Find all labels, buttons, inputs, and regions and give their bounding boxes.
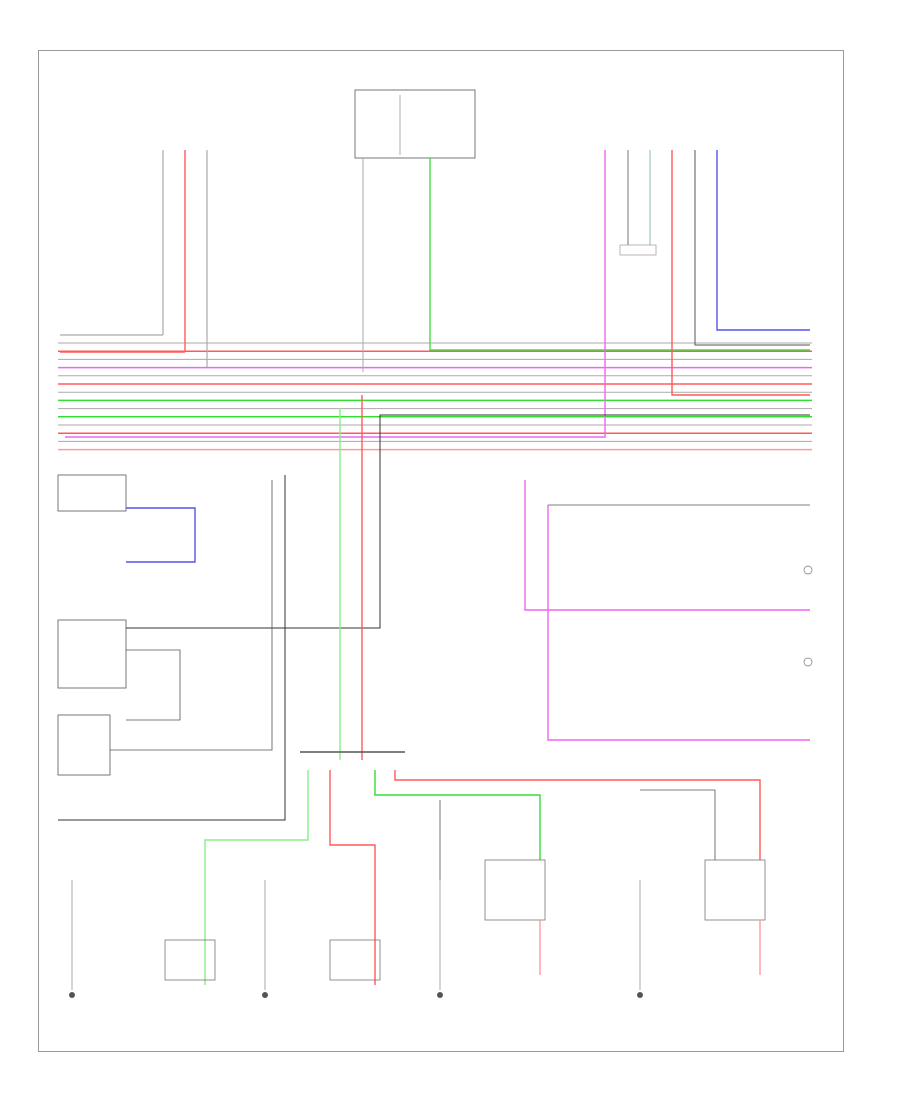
- wire: [65, 150, 606, 438]
- component-box: [704, 859, 766, 921]
- wire: [671, 150, 810, 396]
- top-center-module: [354, 89, 810, 372]
- ground-symbol: [437, 992, 443, 998]
- wire: [110, 480, 273, 751]
- ground-symbol: [69, 992, 75, 998]
- wire: [58, 475, 286, 821]
- wire: [126, 414, 810, 629]
- wire: [429, 158, 810, 351]
- bottom-row-components: [69, 789, 766, 998]
- wire: [394, 770, 761, 860]
- ground-symbol: [803, 657, 813, 667]
- module-box: [57, 474, 127, 512]
- wire: [716, 150, 810, 331]
- component-box: [329, 939, 381, 981]
- diagram-frame: [38, 50, 844, 1052]
- wire: [547, 505, 810, 741]
- component-box: [484, 859, 546, 921]
- wire: [126, 507, 196, 563]
- top-left-connector-group: [60, 150, 208, 367]
- left-side-modules: [57, 414, 810, 821]
- component-box: [164, 939, 216, 981]
- top-right-connector-group: [65, 150, 810, 438]
- wire: [374, 770, 541, 860]
- module-box: [57, 714, 111, 776]
- module-box: [57, 619, 127, 689]
- ground-symbol: [262, 992, 268, 998]
- wire: [126, 649, 181, 721]
- horizontal-wire-bus: [58, 342, 812, 451]
- center-vertical-wires: [204, 395, 761, 985]
- wire: [204, 770, 309, 985]
- wire: [694, 150, 810, 346]
- ground-symbol: [637, 992, 643, 998]
- right-side-modules: [524, 480, 813, 741]
- ground-connector: [619, 244, 657, 256]
- ground-symbol: [803, 565, 813, 575]
- wire: [524, 480, 810, 611]
- module-box: [354, 89, 476, 159]
- wire: [640, 789, 716, 860]
- wire: [329, 770, 376, 985]
